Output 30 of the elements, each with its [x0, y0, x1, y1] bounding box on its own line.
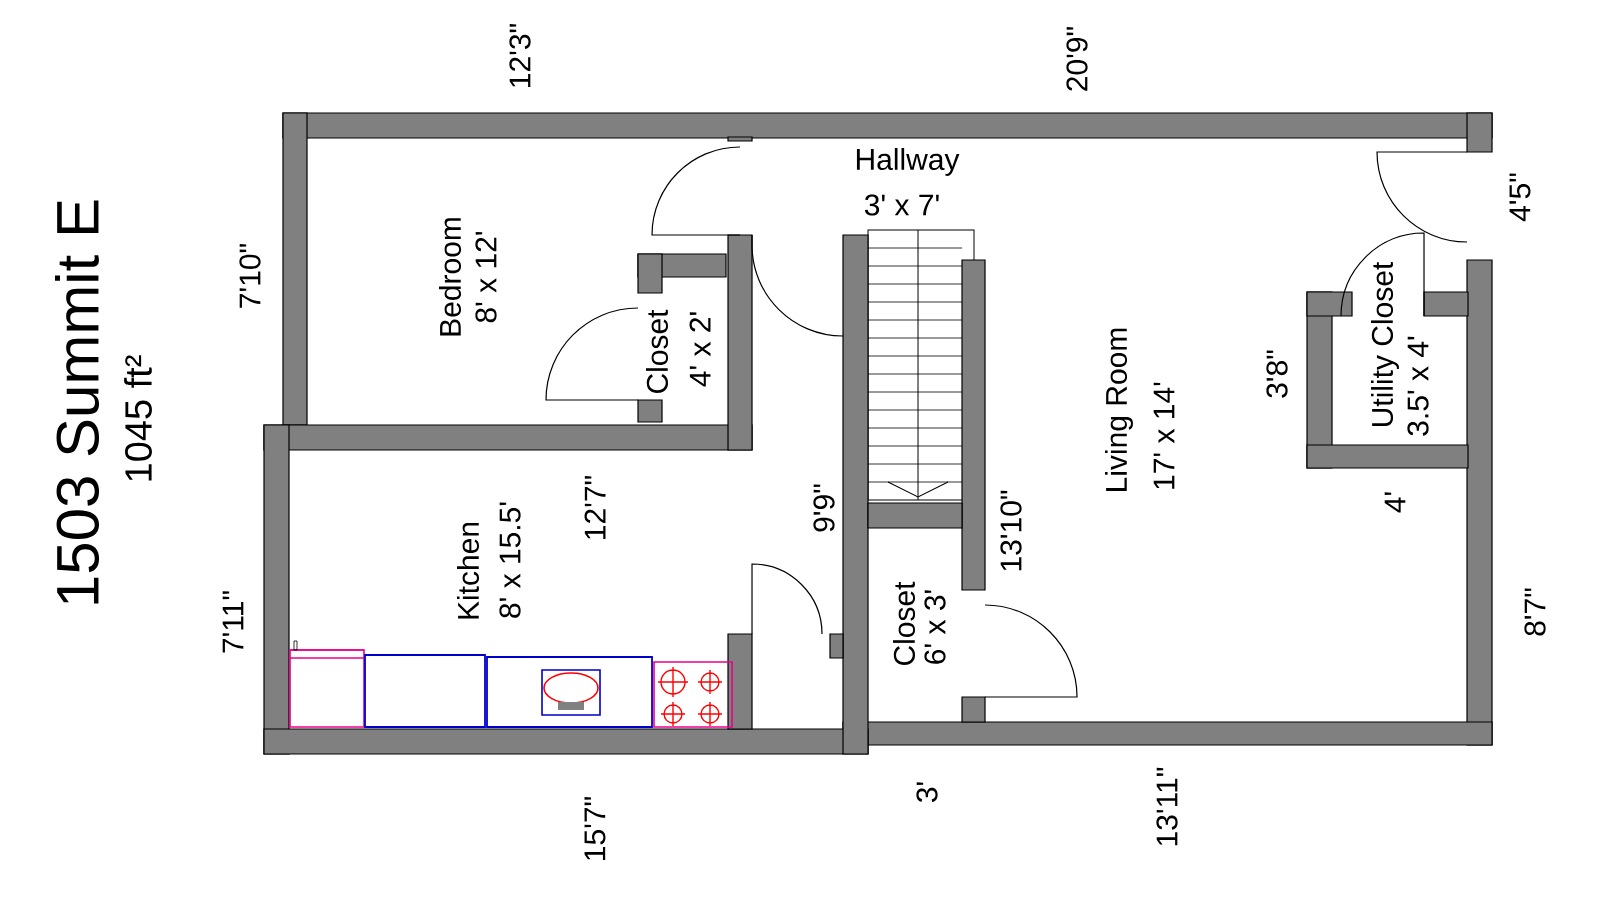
dimension-label: 12'3"	[509, 24, 531, 87]
room-name: Closet	[646, 309, 668, 393]
room-name: Bedroom	[439, 218, 461, 336]
dimension-label: 9'9"	[813, 484, 835, 532]
dimension-label: 4'5"	[1509, 173, 1531, 222]
dimension-label: 7'10"	[239, 244, 261, 308]
title: 1503 Summit E	[54, 200, 100, 604]
room-size: 17' x 14'	[1153, 382, 1175, 489]
dimension-label: 12'7"	[584, 476, 606, 539]
room-name: Hallway	[856, 148, 960, 176]
room-name: Closet	[893, 581, 915, 665]
dimension-label: 3'	[916, 782, 938, 803]
room-name: Utility Closet	[1371, 261, 1399, 427]
room-size: 3.5' x 4'	[1407, 336, 1429, 436]
dimension-label: 4'	[1384, 492, 1406, 513]
room-size: 8' x 12'	[475, 231, 497, 323]
room-size: 3' x 7'	[864, 194, 939, 216]
dimension-label: 13'11"	[1156, 767, 1178, 846]
dimension-label: 8'7"	[1524, 588, 1546, 636]
dimension-label: 13'10"	[1000, 490, 1022, 571]
room-size: 8' x 15.5'	[499, 502, 521, 618]
dimension-label: 20'9"	[1066, 27, 1088, 91]
room-name: Living Room	[1105, 328, 1133, 491]
dimension-label: 7'11"	[222, 591, 244, 653]
dimension-label: 3'8"	[1266, 350, 1288, 398]
subtitle: 1045 ft²	[124, 355, 152, 481]
room-size: 4' x 2'	[689, 312, 711, 387]
room-name: Kitchen	[457, 522, 479, 619]
room-size: 6' x 3'	[924, 590, 946, 664]
dimension-label: 15'7"	[584, 797, 606, 860]
